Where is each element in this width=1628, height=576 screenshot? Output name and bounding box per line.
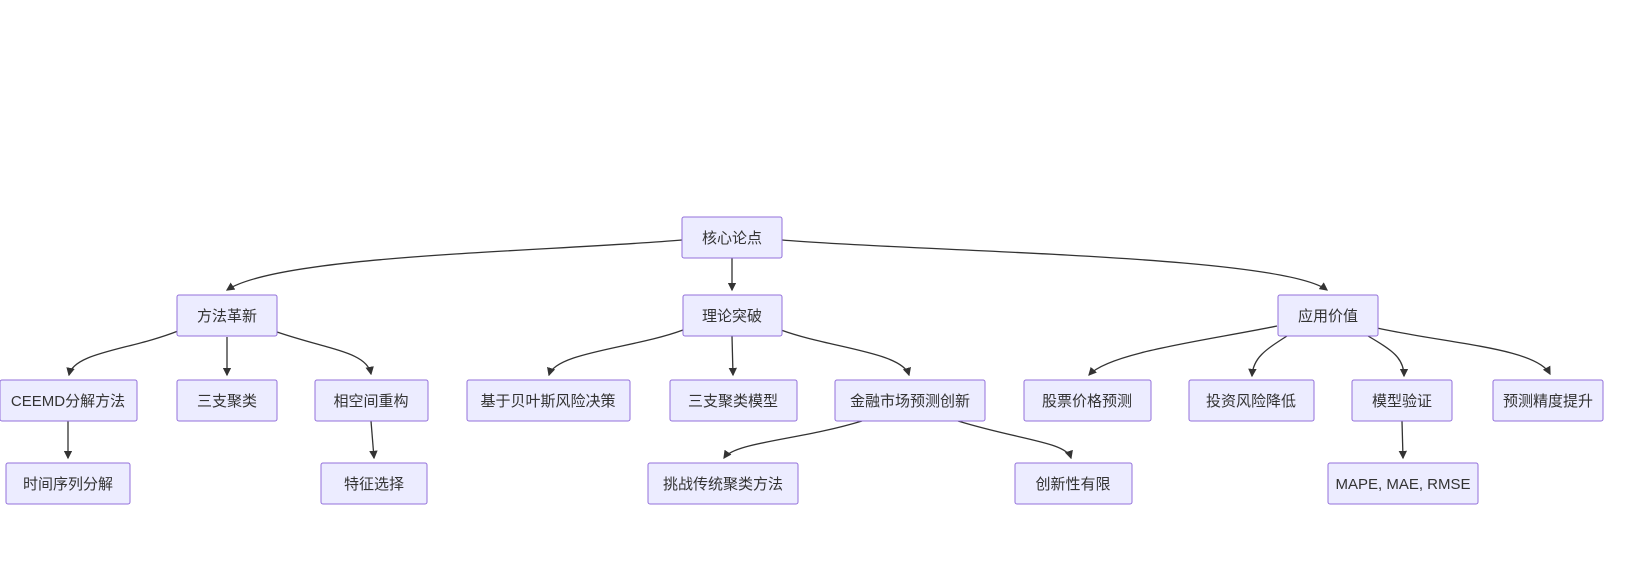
node-box	[0, 379, 138, 422]
node-label: 相空间重构	[333, 393, 408, 410]
node-application-value: 应用价值	[1277, 294, 1379, 337]
node-label: 股票价格预测	[1042, 393, 1132, 410]
node-box	[1014, 462, 1133, 505]
node-stock-price-prediction: 股票价格预测	[1023, 379, 1152, 422]
node-ceemd-decomposition: CEEMD分解方法	[0, 379, 138, 422]
edge-application-value-to-investment-risk-reduction	[1248, 335, 1288, 378]
node-model-validation: 模型验证	[1351, 379, 1453, 422]
node-box	[682, 294, 783, 337]
edge-model-validation-to-evaluation-metrics	[1398, 420, 1408, 460]
node-label: 三支聚类	[197, 393, 257, 410]
node-box	[1023, 379, 1152, 422]
node-core-thesis: 核心论点	[681, 216, 783, 259]
node-evaluation-metrics: MAPE, MAE, RMSE	[1327, 462, 1479, 505]
edge-theory-breakthrough-to-bayesian-risk-decision	[547, 329, 684, 377]
edge-core-thesis-to-application-value	[781, 239, 1329, 291]
node-box	[320, 462, 428, 505]
node-label: 模型验证	[1372, 393, 1432, 410]
node-bayesian-risk-decision: 基于贝叶斯风险决策	[466, 379, 631, 422]
node-label: 方法革新	[197, 308, 257, 325]
node-box	[647, 462, 799, 505]
edge-phase-space-reconstruction-to-feature-selection	[369, 420, 378, 460]
node-time-series-decomposition: 时间序列分解	[5, 462, 131, 505]
edge-method-innovation-to-phase-space-reconstruction	[276, 331, 374, 376]
edge-theory-breakthrough-to-three-way-clustering-model	[728, 335, 738, 377]
node-label: MAPE, MAE, RMSE	[1335, 476, 1470, 493]
edge-financial-market-prediction-innovation-to-challenge-traditional-clustering	[723, 420, 863, 460]
node-box	[176, 294, 278, 337]
node-limited-innovation: 创新性有限	[1014, 462, 1133, 505]
edge-financial-market-prediction-innovation-to-limited-innovation	[957, 420, 1073, 460]
node-box	[176, 379, 278, 422]
edge-method-innovation-to-ceemd-decomposition	[66, 330, 179, 377]
node-label: 时间序列分解	[23, 476, 113, 493]
node-label: 预测精度提升	[1503, 393, 1593, 410]
node-label: 基于贝叶斯风险决策	[480, 393, 615, 410]
node-theory-breakthrough: 理论突破	[682, 294, 783, 337]
node-box	[5, 462, 131, 505]
node-box	[834, 379, 986, 422]
node-box	[669, 379, 798, 422]
node-feature-selection: 特征选择	[320, 462, 428, 505]
node-layer: 核心论点 方法革新 理论突破 应用价值 CEEMD分解方法 三支聚类 相空间重构	[0, 216, 1604, 505]
node-box	[1492, 379, 1604, 422]
node-label: 核心论点	[702, 230, 762, 247]
node-box	[1277, 294, 1379, 337]
node-financial-market-prediction-innovation: 金融市场预测创新	[834, 379, 986, 422]
node-label: 特征选择	[344, 476, 404, 493]
node-prediction-accuracy-improvement: 预测精度提升	[1492, 379, 1604, 422]
edge-core-thesis-to-method-innovation	[225, 239, 683, 291]
node-label: CEEMD分解方法	[11, 393, 125, 410]
node-three-way-clustering-model: 三支聚类模型	[669, 379, 798, 422]
node-label: 理论突破	[702, 308, 762, 325]
node-label: 投资风险降低	[1206, 393, 1296, 410]
node-label: 创新性有限	[1035, 476, 1110, 493]
node-challenge-traditional-clustering: 挑战传统聚类方法	[647, 462, 799, 505]
node-phase-space-reconstruction: 相空间重构	[314, 379, 429, 422]
node-box	[1327, 462, 1479, 505]
node-investment-risk-reduction: 投资风险降低	[1188, 379, 1315, 422]
edge-layer	[63, 239, 1551, 460]
node-box	[314, 379, 429, 422]
node-box	[1351, 379, 1453, 422]
node-label: 金融市场预测创新	[850, 393, 970, 410]
node-box	[466, 379, 631, 422]
node-box	[1188, 379, 1315, 422]
edge-application-value-to-prediction-accuracy-improvement	[1376, 327, 1551, 376]
node-method-innovation: 方法革新	[176, 294, 278, 337]
node-three-way-clustering: 三支聚类	[176, 379, 278, 422]
edge-application-value-to-model-validation	[1367, 335, 1409, 378]
node-label: 挑战传统聚类方法	[663, 476, 783, 493]
edge-application-value-to-stock-price-prediction	[1088, 325, 1278, 376]
node-box	[681, 216, 783, 259]
node-label: 应用价值	[1298, 307, 1358, 325]
edge-theory-breakthrough-to-financial-market-prediction-innovation	[780, 329, 911, 377]
node-label: 三支聚类模型	[688, 393, 778, 410]
